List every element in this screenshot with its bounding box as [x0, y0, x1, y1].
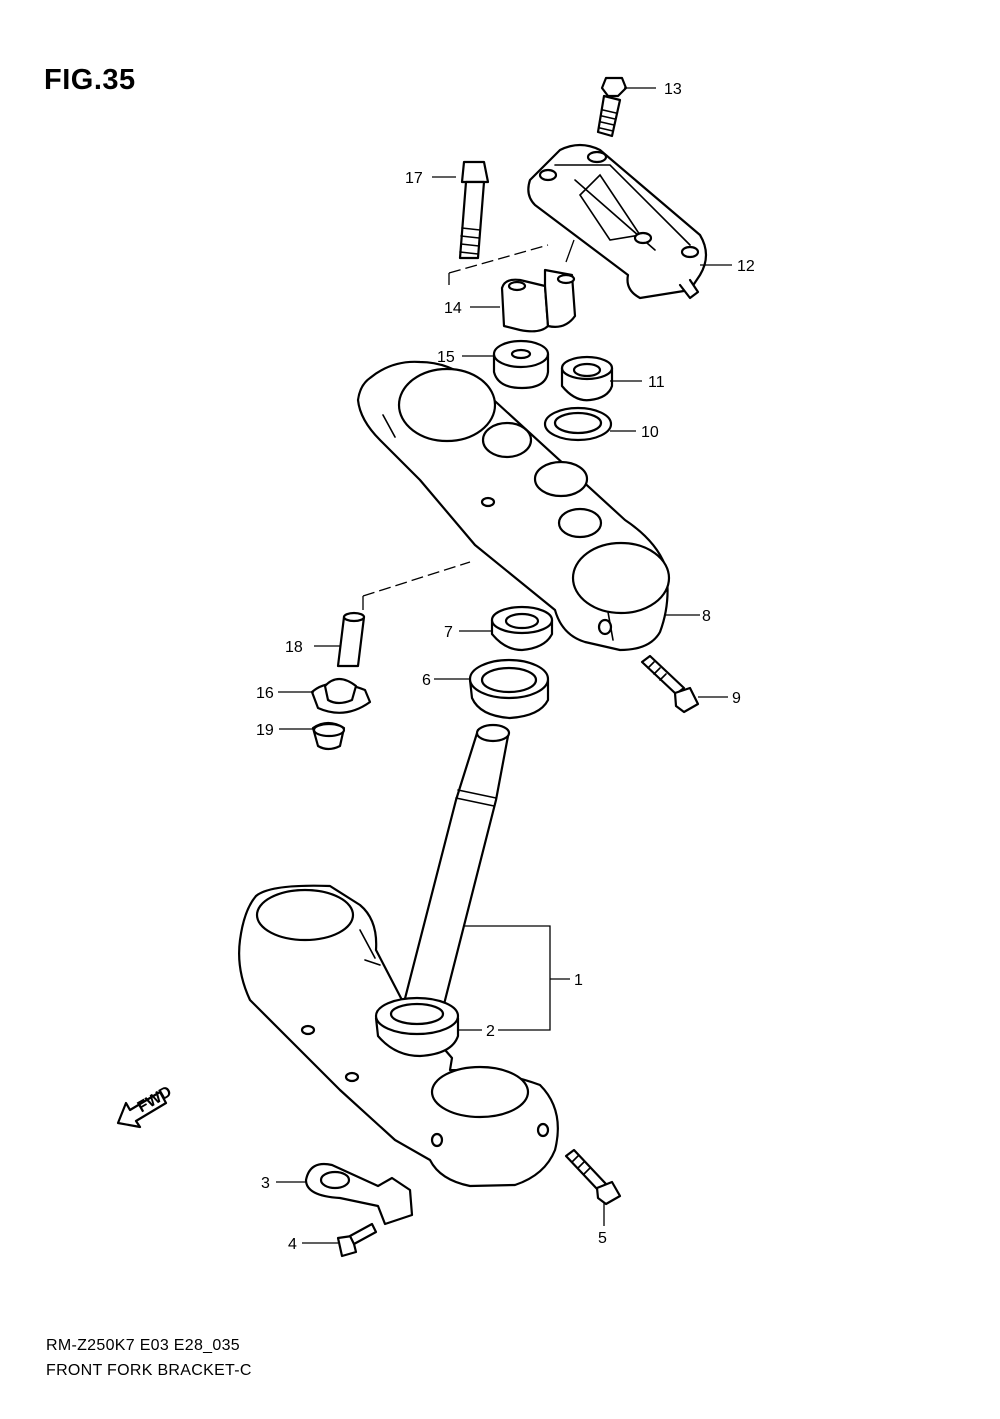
callout-15: 15 — [437, 349, 455, 366]
callout-1: 1 — [574, 972, 583, 989]
callout-16: 16 — [256, 685, 274, 702]
callout-14: 14 — [444, 300, 462, 317]
leader-lines — [276, 87, 732, 1244]
part-10-washer[interactable] — [543, 406, 613, 442]
part-12-handlebar-clamp[interactable] — [527, 143, 708, 300]
callout-numbers: 13 12 17 14 15 11 10 7 8 18 16 6 9 19 1 … — [256, 81, 755, 1253]
callout-13: 13 — [664, 81, 682, 98]
part-3-hose-guide[interactable] — [304, 1162, 414, 1226]
part-18-pin[interactable] — [336, 611, 366, 668]
part-11-stem-nut[interactable] — [560, 355, 614, 402]
part-4-bolt[interactable] — [336, 1222, 378, 1258]
callout-4: 4 — [288, 1236, 297, 1253]
part-2-bearing[interactable] — [374, 996, 460, 1058]
callout-5: 5 — [598, 1230, 607, 1247]
callout-12: 12 — [737, 258, 755, 275]
part-16-grommet[interactable] — [310, 677, 372, 714]
callout-2: 2 — [486, 1023, 495, 1040]
part-9-bolt[interactable] — [640, 654, 700, 714]
fwd-direction-arrow: FWD — [116, 1083, 175, 1129]
model-code: RM-Z250K7 E03 E28_035 — [46, 1337, 240, 1354]
part-6-bearing[interactable] — [468, 658, 550, 720]
callout-18: 18 — [285, 639, 303, 656]
part-15-cushion[interactable] — [492, 339, 550, 390]
callout-7: 7 — [444, 624, 453, 641]
callout-6: 6 — [422, 672, 431, 689]
part-14-handlebar-holder[interactable] — [500, 268, 577, 333]
callout-3: 3 — [261, 1175, 270, 1192]
callout-8: 8 — [702, 608, 711, 625]
part-13-bolt[interactable] — [596, 76, 628, 138]
diagram-name: FRONT FORK BRACKET-C — [46, 1362, 252, 1379]
part-5-bolt[interactable] — [564, 1148, 622, 1206]
part-17-bolt[interactable] — [458, 160, 490, 260]
callout-17: 17 — [405, 170, 423, 187]
part-1-lower-bracket-stem[interactable] — [238, 723, 559, 1188]
callout-19: 19 — [256, 722, 274, 739]
part-7-lock-nut[interactable] — [490, 605, 554, 652]
part-19-collar[interactable] — [311, 721, 346, 751]
callout-10: 10 — [641, 424, 659, 441]
callout-9: 9 — [732, 690, 741, 707]
part-8-upper-bracket[interactable] — [356, 360, 671, 652]
callout-11: 11 — [648, 374, 665, 391]
fwd-label: FWD — [135, 1083, 175, 1116]
figure-title: FIG.35 — [44, 64, 136, 96]
